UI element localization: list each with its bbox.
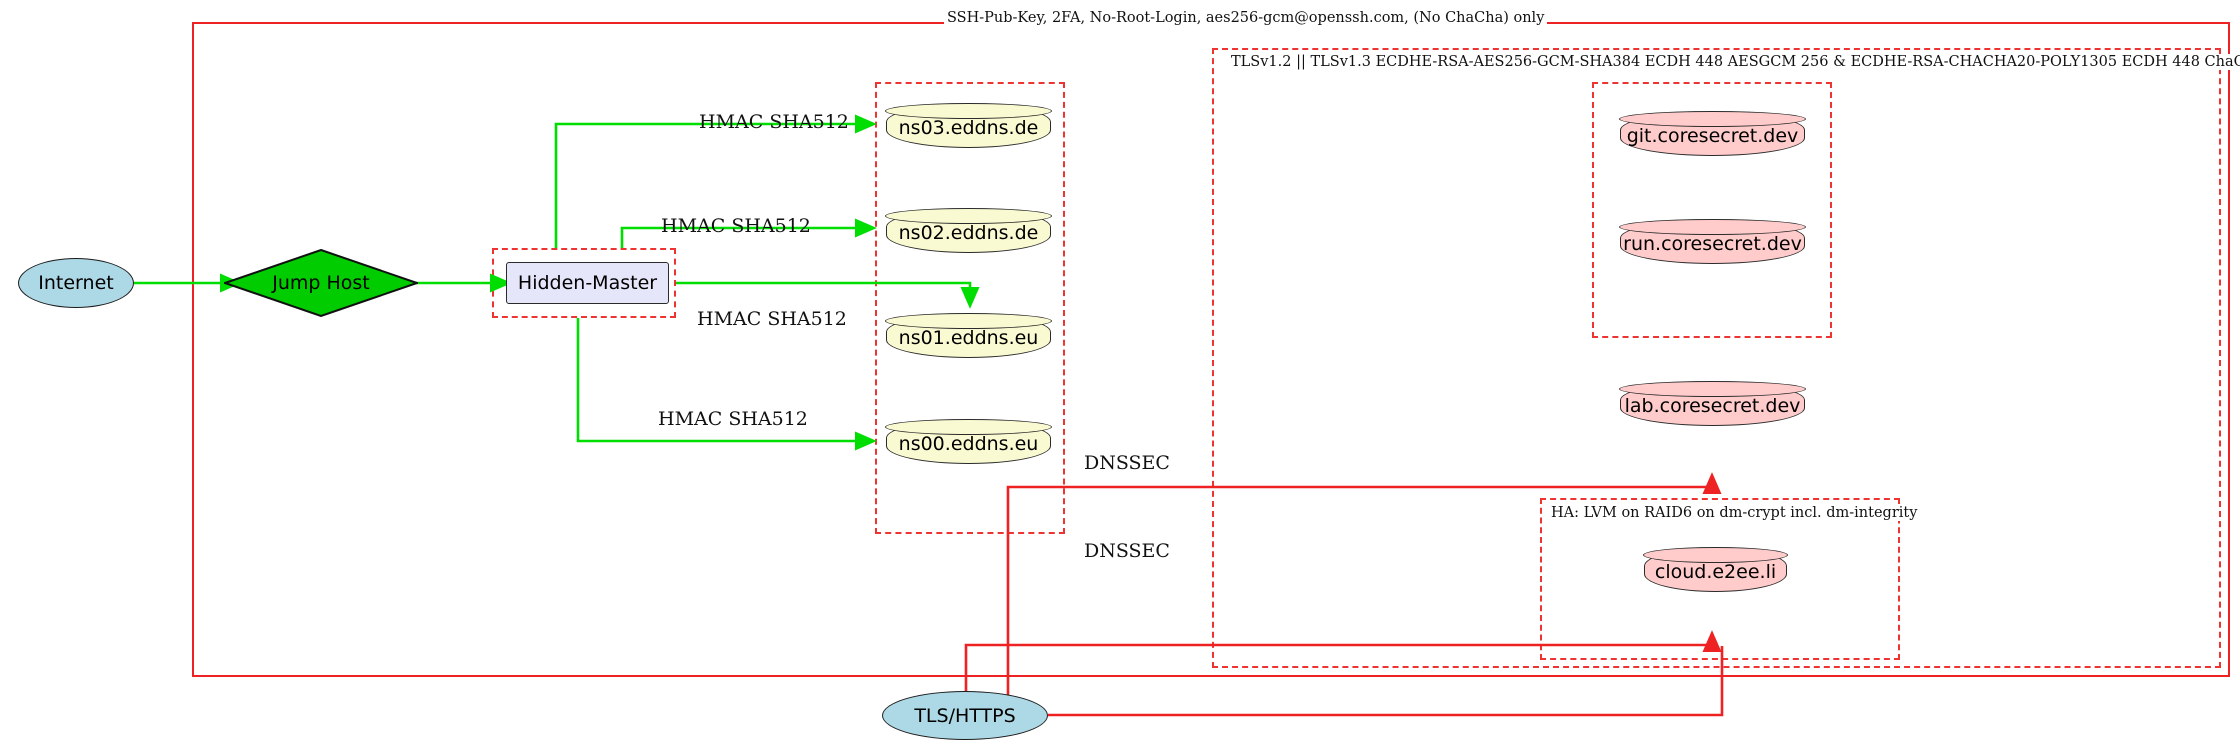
node-ns02[interactable]: ns02.eddns.de <box>885 208 1052 253</box>
node-ns00-label: ns00.eddns.eu <box>898 432 1039 455</box>
node-jump-host-label: Jump Host <box>272 272 370 294</box>
node-lab-coresecret-label: lab.coresecret.dev <box>1624 394 1801 417</box>
node-lab-coresecret[interactable]: lab.coresecret.dev <box>1619 381 1806 426</box>
node-ns01-label: ns01.eddns.eu <box>898 326 1039 349</box>
cluster-coresecret-apps <box>1592 82 1832 338</box>
node-hidden-master[interactable]: Hidden-Master <box>506 262 669 304</box>
cluster-ha-storage-label: HA: LVM on RAID6 on dm-crypt incl. dm-in… <box>1548 505 1921 521</box>
node-tls-https-label: TLS/HTTPS <box>914 704 1016 727</box>
cluster-tls-perimeter-label: TLSv1.2 || TLSv1.3 ECDHE-RSA-AES256-GCM-… <box>1228 54 2240 70</box>
edge-label-hmac-ns00: HMAC SHA512 <box>658 408 808 430</box>
node-cloud-e2ee-label: cloud.e2ee.li <box>1654 560 1777 583</box>
node-git-coresecret-label: git.coresecret.dev <box>1626 124 1799 147</box>
node-cloud-e2ee[interactable]: cloud.e2ee.li <box>1643 547 1788 592</box>
cluster-ha-storage <box>1540 498 1900 660</box>
node-jump-host[interactable]: Jump Host <box>224 249 418 317</box>
node-git-coresecret[interactable]: git.coresecret.dev <box>1619 111 1806 156</box>
node-tls-https[interactable]: TLS/HTTPS <box>882 691 1048 740</box>
edge-label-hmac-ns03: HMAC SHA512 <box>699 111 849 133</box>
node-internet[interactable]: Internet <box>18 258 134 308</box>
node-ns02-label: ns02.eddns.de <box>898 221 1039 244</box>
edge-label-hmac-ns02: HMAC SHA512 <box>661 215 811 237</box>
cluster-tls-perimeter <box>1212 48 2221 668</box>
node-ns03[interactable]: ns03.eddns.de <box>885 103 1052 148</box>
diamond-shape <box>224 249 418 317</box>
node-ns01[interactable]: ns01.eddns.eu <box>885 313 1052 358</box>
edge-label-dnssec-lower: DNSSEC <box>1084 540 1170 562</box>
node-run-coresecret-label: run.coresecret.dev <box>1623 232 1802 255</box>
cluster-ssh-perimeter-label: SSH-Pub-Key, 2FA, No-Root-Login, aes256-… <box>944 10 1548 26</box>
node-run-coresecret[interactable]: run.coresecret.dev <box>1619 219 1806 264</box>
node-hidden-master-label: Hidden-Master <box>517 272 658 294</box>
node-internet-label: Internet <box>38 272 114 294</box>
edge-label-hmac-ns01: HMAC SHA512 <box>697 308 847 330</box>
edge-label-dnssec-upper: DNSSEC <box>1084 452 1170 474</box>
cluster-dns-zone <box>875 82 1065 534</box>
node-ns00[interactable]: ns00.eddns.eu <box>885 419 1052 464</box>
node-ns03-label: ns03.eddns.de <box>898 116 1039 139</box>
